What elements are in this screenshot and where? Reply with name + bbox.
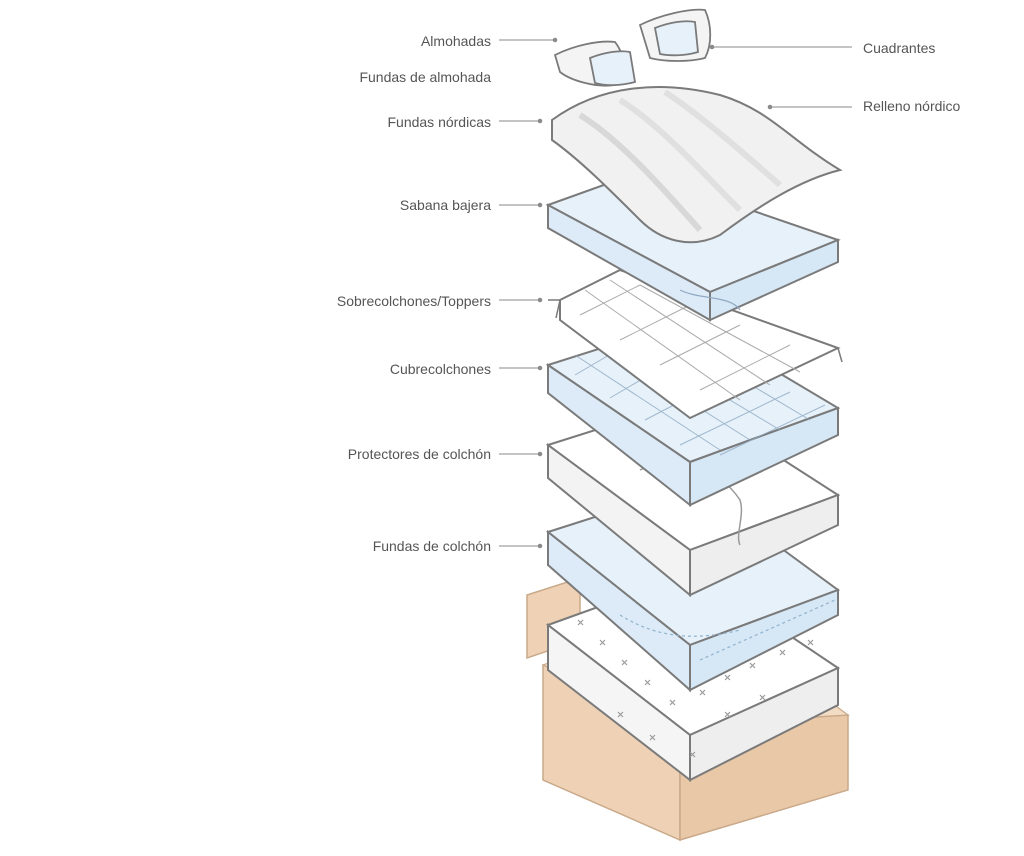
label-cuadrantes: Cuadrantes — [863, 40, 936, 56]
label-fundas-almohada: Fundas de almohada — [359, 69, 491, 85]
label-sobrecolchones: Sobrecolchones/Toppers — [336, 293, 491, 309]
label-protectores: Protectores de colchón — [347, 446, 491, 462]
label-almohadas: Almohadas — [420, 33, 491, 49]
topper — [548, 268, 843, 420]
leader-lines — [499, 37, 852, 549]
label-fundas-colchon: Fundas de colchón — [372, 538, 491, 554]
label-cubrecolchones: Cubrecolchones — [389, 361, 491, 377]
label-sabana-bajera: Sabana bajera — [399, 197, 491, 213]
label-relleno-nordico: Relleno nórdico — [863, 98, 961, 114]
duvet — [551, 86, 843, 244]
pillows — [553, 8, 712, 87]
label-fundas-nordicas: Fundas nórdicas — [387, 114, 491, 130]
